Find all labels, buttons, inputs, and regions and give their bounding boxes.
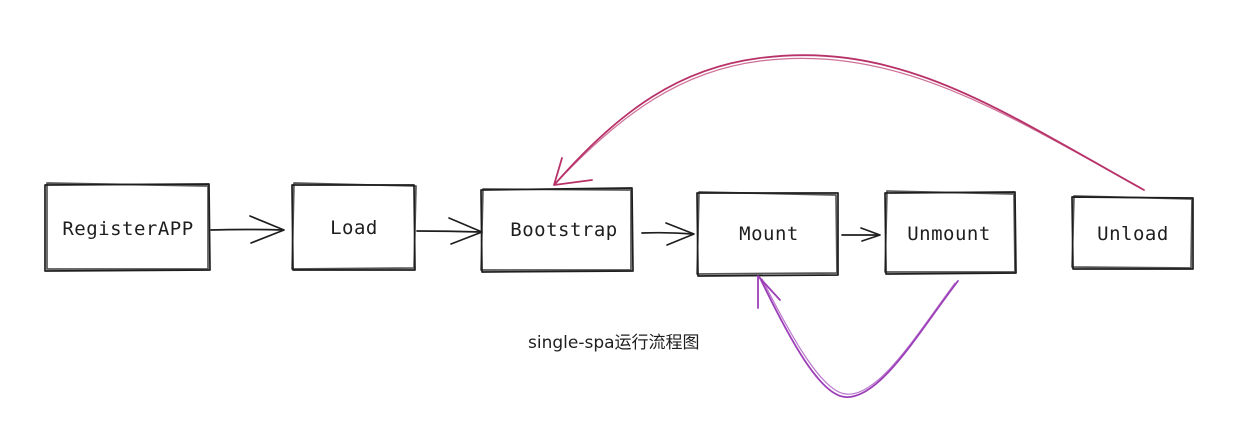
node-label-unload: Unload xyxy=(1097,223,1169,245)
node-label-register-app: RegisterAPP xyxy=(62,218,193,240)
node-mount: Mount xyxy=(696,191,839,277)
diagram-caption: single-spa运行流程图 xyxy=(528,333,700,353)
node-register-app: RegisterAPP xyxy=(44,182,211,272)
edge-bootstrap-to-mount xyxy=(641,222,695,246)
node-unmount: Unmount xyxy=(884,190,1017,275)
node-label-mount: Mount xyxy=(739,223,799,245)
edge-mount-to-unmount xyxy=(841,227,881,242)
edge-load-to-bootstrap xyxy=(416,217,483,245)
node-unload: Unload xyxy=(1071,195,1194,270)
node-bootstrap: Bootstrap xyxy=(480,187,634,273)
node-label-load: Load xyxy=(330,217,378,239)
node-load: Load xyxy=(291,182,417,271)
edge-unmount-to-mount xyxy=(757,275,959,398)
edge-register-app-to-load xyxy=(210,215,285,244)
node-label-bootstrap: Bootstrap xyxy=(510,219,617,241)
node-label-unmount: Unmount xyxy=(907,223,991,245)
edge-unload-to-bootstrap xyxy=(553,54,1145,191)
